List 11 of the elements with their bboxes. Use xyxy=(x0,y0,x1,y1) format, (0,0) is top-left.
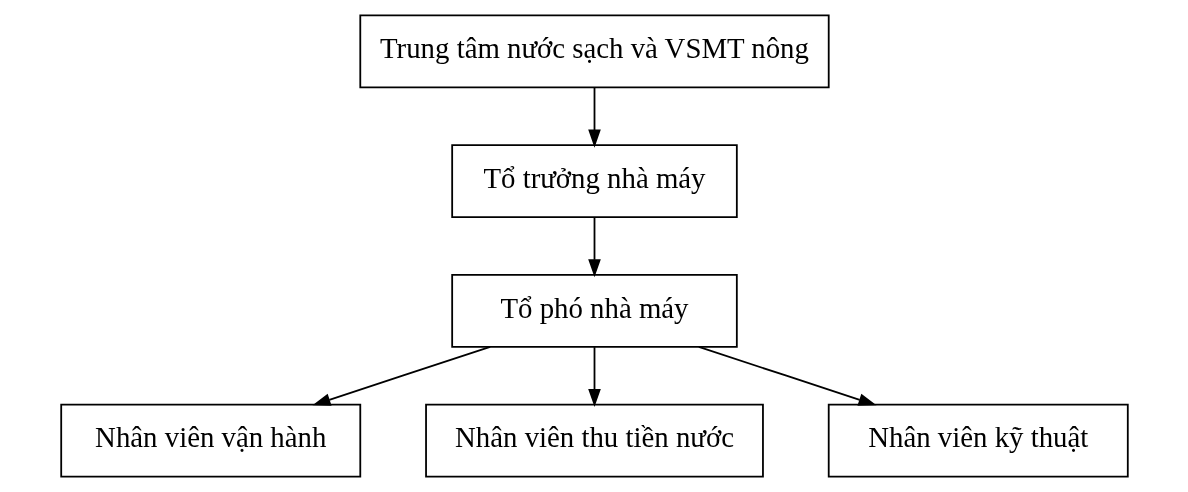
node-box: Nhân viên vận hành xyxy=(59,403,361,478)
node-box: Nhân viên thu tiền nước xyxy=(424,403,764,478)
arrow xyxy=(587,86,601,148)
node-box: Tổ phó nhà máy xyxy=(450,273,738,348)
arrow xyxy=(587,346,601,408)
arrow xyxy=(312,346,491,406)
node-box: Nhân viên kỹ thuật xyxy=(827,403,1129,478)
arrow xyxy=(697,346,876,406)
node-box: Trung tâm nước sạch và VSMT nông xyxy=(358,14,830,89)
arrow xyxy=(587,216,601,278)
node-box: Tổ trưởng nhà máy xyxy=(450,144,738,219)
